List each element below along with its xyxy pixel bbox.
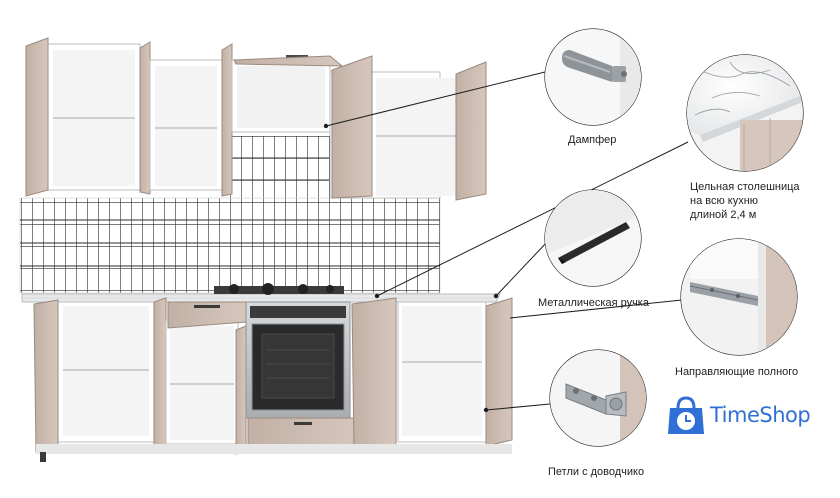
- countertop: [21, 293, 501, 303]
- upper-cabinets: [25, 37, 487, 201]
- damper-label: Дампфер: [568, 134, 617, 146]
- rails-detail: [680, 238, 798, 356]
- hinge-marker: [483, 407, 489, 413]
- cooktop: [214, 283, 344, 295]
- countertop-detail: [686, 54, 804, 172]
- backsplash-tiles: [19, 136, 441, 294]
- damper-detail: [544, 28, 642, 126]
- timeshop-brand[interactable]: TimeShop: [666, 395, 811, 435]
- hinge-detail: [549, 349, 647, 447]
- lower-cabinets: [33, 297, 513, 462]
- brand-name: TimeShop: [710, 403, 811, 427]
- rails-label: Направляющие полного: [675, 366, 799, 378]
- hinges-label: Петли с доводчико: [548, 466, 645, 478]
- handle-detail: [544, 189, 642, 287]
- countertop-label: Цельная столешница на всю кухню длиной 2…: [690, 181, 800, 221]
- handle-marker: [493, 293, 499, 299]
- leader-lines: [325, 71, 689, 411]
- handle-label: Металлическая ручка: [538, 297, 649, 309]
- damper-marker: [323, 123, 329, 129]
- countertop-marker: [374, 293, 380, 299]
- clock-shopping-bag-icon: [668, 396, 704, 434]
